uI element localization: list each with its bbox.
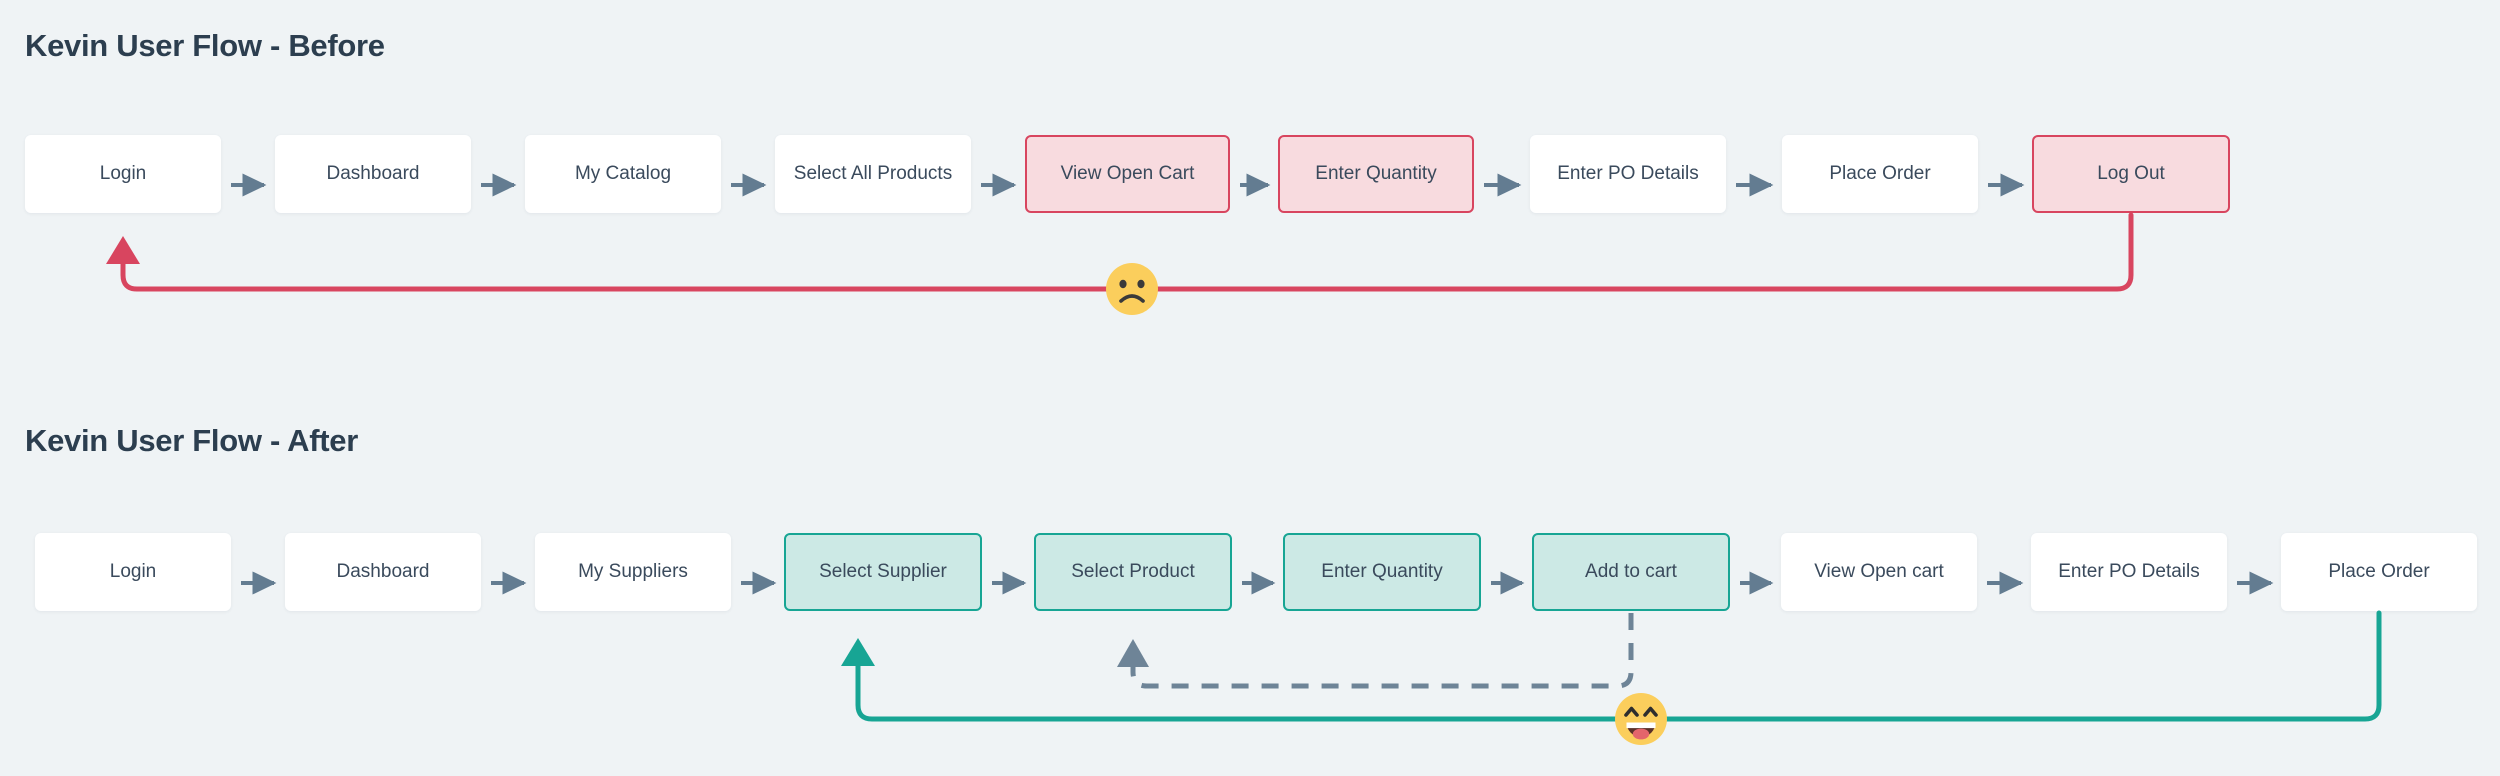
flow-node-label: Dashboard <box>336 561 430 583</box>
flow-node-dashboard-after[interactable]: Dashboard <box>285 533 481 611</box>
flow-node-label: Log Out <box>2097 163 2165 185</box>
flow-node-my-catalog[interactable]: My Catalog <box>525 135 721 213</box>
flow-node-label: Place Order <box>2328 561 2430 583</box>
flow-node-label: Enter PO Details <box>1557 163 1699 185</box>
flow-node-place-order-before[interactable]: Place Order <box>1782 135 1978 213</box>
flow-node-enter-quantity-before[interactable]: Enter Quantity <box>1278 135 1474 213</box>
flow-node-label: View Open cart <box>1814 561 1944 583</box>
flow-node-enter-po-details-after[interactable]: Enter PO Details <box>2031 533 2227 611</box>
flow-node-label: Dashboard <box>326 163 420 185</box>
flow-node-select-supplier[interactable]: Select Supplier <box>784 533 982 611</box>
flow-node-dashboard-before[interactable]: Dashboard <box>275 135 471 213</box>
flow-node-label: View Open Cart <box>1060 163 1195 185</box>
flow-node-select-all-products[interactable]: Select All Products <box>775 135 971 213</box>
flow-node-label: Select Product <box>1071 561 1195 583</box>
frowning-face-icon <box>1106 263 1158 315</box>
flow-node-enter-po-details-before[interactable]: Enter PO Details <box>1530 135 1726 213</box>
flow-node-label: Enter Quantity <box>1315 163 1437 185</box>
flow-node-label: Login <box>99 163 147 185</box>
page-title-after: Kevin User Flow - After <box>25 423 359 458</box>
flow-node-my-suppliers[interactable]: My Suppliers <box>535 533 731 611</box>
flow-node-add-to-cart[interactable]: Add to cart <box>1532 533 1730 611</box>
flow-node-place-order-after[interactable]: Place Order <box>2281 533 2477 611</box>
flow-node-login-before[interactable]: Login <box>25 135 221 213</box>
flow-node-select-product[interactable]: Select Product <box>1034 533 1232 611</box>
page-title-before: Kevin User Flow - Before <box>25 28 385 63</box>
flow-node-enter-quantity-after[interactable]: Enter Quantity <box>1283 533 1481 611</box>
flow-node-label: Login <box>109 561 157 583</box>
flow-node-label: Enter PO Details <box>2058 561 2200 583</box>
flow-node-label: My Suppliers <box>578 561 688 583</box>
flow-node-view-open-cart-after[interactable]: View Open cart <box>1781 533 1977 611</box>
flow-node-label: Select Supplier <box>819 561 947 583</box>
flow-node-label: Add to cart <box>1585 561 1677 583</box>
flow-node-label: My Catalog <box>574 163 672 185</box>
flow-node-label: Select All Products <box>793 163 953 185</box>
loop-add-to-cart-to-select-product <box>1117 613 1634 689</box>
flow-node-login-after[interactable]: Login <box>35 533 231 611</box>
flow-node-log-out[interactable]: Log Out <box>2032 135 2230 213</box>
grinning-face-icon <box>1615 693 1667 745</box>
flow-node-view-open-cart[interactable]: View Open Cart <box>1025 135 1230 213</box>
flow-node-label: Place Order <box>1829 163 1931 185</box>
flow-node-label: Enter Quantity <box>1321 561 1443 583</box>
